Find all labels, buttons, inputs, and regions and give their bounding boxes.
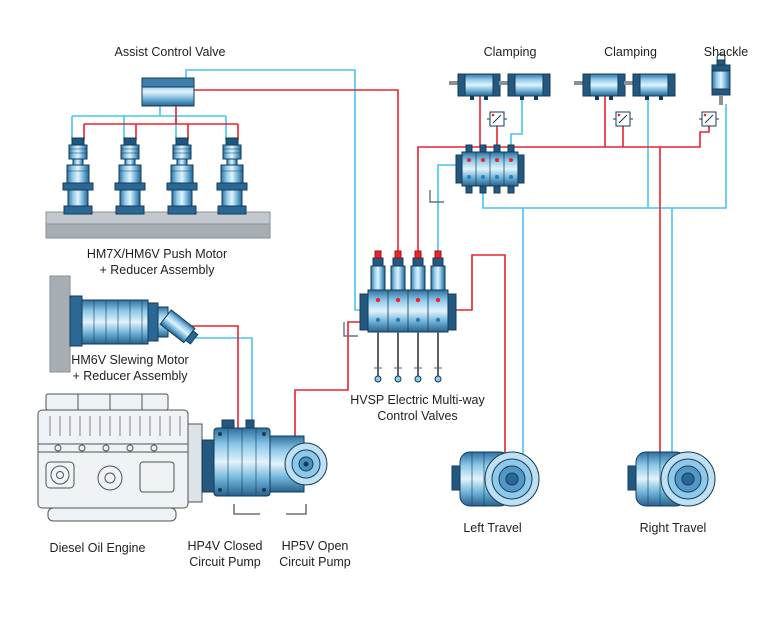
diesel-engine	[37, 393, 203, 522]
pilot-valve-block	[455, 144, 525, 194]
pump-brackets	[233, 504, 307, 515]
right-travel-motor	[627, 451, 716, 507]
solenoid-valve-symbol-1	[487, 111, 507, 127]
label-slewing-motor: HM6V Slewing Motor + Reducer Assembly	[71, 353, 189, 384]
shackle-cylinder	[711, 53, 731, 105]
label-clamping-1: Clamping	[483, 45, 537, 59]
push-motor-2	[114, 137, 146, 215]
label-hp5v-pump: HP5V Open Circuit Pump	[279, 539, 351, 570]
hvsp-solenoids	[370, 250, 446, 291]
clamping-cylinder-3	[573, 73, 626, 101]
clamping-cylinder-4	[623, 73, 676, 101]
label-right-travel: Right Travel	[639, 521, 707, 535]
label-left-travel: Left Travel	[463, 521, 522, 535]
label-push-motor: HM7X/HM6V Push Motor + Reducer Assembly	[86, 247, 228, 278]
label-diesel-engine: Diesel Oil Engine	[49, 541, 146, 555]
hydraulic-lines-blue	[71, 69, 727, 470]
push-motor-3	[166, 137, 198, 215]
left-travel-motor	[451, 451, 540, 507]
clamping-cylinder-2	[498, 73, 551, 101]
label-hp4v-pump: HP4V Closed Circuit Pump	[187, 539, 263, 570]
solenoid-valve-symbol-3	[699, 111, 719, 127]
hydraulic-lines-red	[83, 89, 710, 470]
slewing-motor	[69, 295, 199, 347]
hp4v-pump	[201, 419, 271, 497]
label-shackle: Shackle	[703, 45, 749, 59]
motor-base-plate	[45, 211, 271, 239]
label-assist-control-valve: Assist Control Valve	[114, 45, 226, 59]
solenoid-valve-symbol-2	[613, 111, 633, 127]
hvsp-valve-bank	[359, 250, 457, 383]
label-clamping-2: Clamping	[604, 45, 657, 59]
label-hvsp-valves: HVSP Electric Multi-way Control Valves	[350, 393, 485, 424]
drain-marks	[343, 190, 444, 337]
clamping-cylinder-1	[448, 73, 501, 101]
push-motor-4	[216, 137, 248, 215]
hp5v-pump	[269, 435, 328, 493]
assist-control-valve-manifold	[141, 77, 195, 107]
push-motor-1	[62, 137, 94, 215]
